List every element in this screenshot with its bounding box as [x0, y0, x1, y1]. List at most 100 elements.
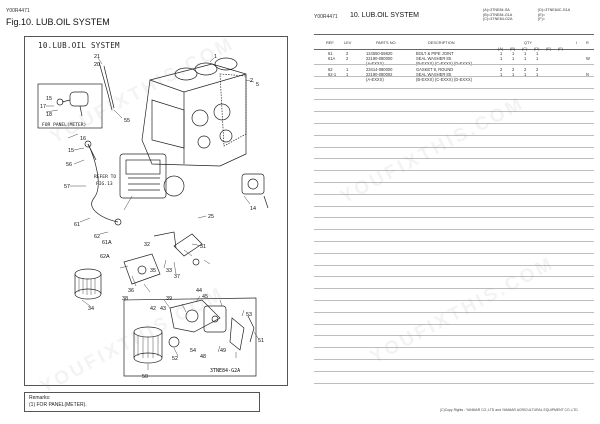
row-description: SEAL WASHER 8S — [416, 71, 452, 77]
part-label-37: 37 — [174, 274, 180, 280]
part-label-48: 48 — [200, 354, 206, 360]
part-label-32: 32 — [144, 242, 150, 248]
table-rule-line — [314, 288, 594, 290]
refer-to-line2: FIG.13 — [96, 181, 113, 187]
table-rule-line — [314, 347, 594, 349]
model-legend-b: (B)=3TNE84-G1A — [483, 12, 513, 17]
row-qty: 1 — [524, 51, 527, 56]
col-b: (B) — [510, 46, 516, 51]
model-legend-d: (D)=3TNE84C-G1A — [538, 8, 571, 12]
diagram-caption: 10.LUB.OIL SYSTEM — [38, 41, 120, 50]
part-label-49: 49 — [220, 348, 226, 354]
lower-inset-frame — [123, 297, 257, 377]
row-qty: 1 — [524, 71, 527, 77]
row-description: BOLT & PIPE JOINT — [416, 51, 454, 56]
diagram-frame — [24, 36, 288, 386]
oil-filter-left-ribs — [78, 278, 96, 295]
part-label-2: 2 — [250, 78, 253, 84]
block-port-4 — [219, 129, 233, 143]
part-label-56: 56 — [66, 162, 72, 168]
row-description: SEAL WASHER 8S — [416, 56, 452, 62]
table-rule-line — [314, 75, 594, 77]
filter-bracket-hole — [137, 265, 147, 275]
table-rule-line — [314, 123, 594, 124]
row-lev: 1 — [346, 66, 349, 72]
row-qty: 2 — [536, 66, 539, 72]
part-label-61: 61 — [74, 222, 80, 228]
remarks-line: (1) FOR PANEL(METER). — [29, 401, 87, 408]
row-qty: 1 — [524, 56, 527, 62]
table-rule-line — [314, 264, 594, 266]
injection-pump-top — [125, 159, 161, 175]
remarks-title: Remarks: — [29, 395, 51, 401]
table-rule-line — [314, 111, 594, 113]
col-c: (C) — [522, 46, 528, 51]
part-label-50: 50 — [142, 374, 148, 380]
doc-id-right: Y00R4471 — [314, 14, 338, 20]
oil-filter-left-bottom — [74, 288, 102, 300]
left-page: Y00R4471 Fig.10. LUB.OIL SYSTEM 10.LUB.O… — [6, 8, 288, 412]
gasket-outline — [219, 73, 247, 147]
model-legend-a: (A)=3TNE84-SA — [483, 8, 510, 12]
row-parts-no: (A-EXXX) — [366, 61, 384, 67]
row-qty: 1 — [536, 56, 539, 62]
table-rule-line — [314, 300, 594, 301]
table-rule-line — [314, 382, 594, 384]
part-label-53: 53 — [246, 312, 252, 318]
model-legend: (A)=3TNE84-SA (D)=3TNE84C-G1A (B)=3TNE84-… — [483, 8, 593, 22]
injection-pump-gear — [163, 175, 185, 197]
row-lev: 1 — [346, 71, 349, 77]
part-label-25: 25 — [208, 214, 214, 220]
col-qty: QTY — [524, 40, 532, 45]
part-label-18: 18 — [46, 112, 52, 118]
oil-pipe — [87, 143, 119, 223]
part-label-21: 21 — [94, 54, 100, 60]
block-port-3 — [197, 135, 211, 149]
oil-filter-lower-body — [133, 332, 163, 358]
row-qty: 1 — [512, 51, 515, 56]
part-label-17: 17 — [40, 104, 46, 110]
sheet-code: 3TNE84-G2A — [210, 368, 240, 374]
col-e: (E) — [546, 46, 552, 51]
table-rule-line — [314, 134, 594, 136]
part-label-42: 42 — [150, 306, 156, 312]
part-label-55: 55 — [124, 118, 130, 124]
part-label-52: 52 — [172, 356, 178, 362]
table-rule-line — [314, 170, 594, 172]
table-rule-line — [314, 335, 594, 337]
model-legend-f: (F)= — [538, 17, 545, 22]
pipe-joint-bottom — [114, 218, 122, 226]
dipstick-guide — [103, 65, 115, 109]
table-rule-line — [314, 87, 594, 89]
part-label-62: 62 — [94, 234, 100, 240]
row-ref: 61 — [328, 51, 333, 56]
part-label-38: 38 — [122, 296, 128, 302]
parts-table-header: REF. LEV PARTS NO. DESCRIPTION QTY I R (… — [314, 34, 594, 51]
filter-head-bolt — [211, 315, 219, 323]
figure-title: Fig.10. LUB.OIL SYSTEM — [6, 17, 110, 27]
col-r: R — [586, 40, 589, 45]
filter-head — [169, 299, 221, 333]
part-label-57: 57 — [64, 184, 70, 190]
table-rule-line — [314, 241, 594, 242]
pipe-joint-top — [84, 140, 92, 148]
panel-note: FOR PANEL(METER) — [42, 122, 86, 128]
part-label-34: 34 — [88, 306, 94, 312]
right-page: Y00R4471 10. LUB.OIL SYSTEM (A)=3TNE84-S… — [300, 0, 600, 424]
col-ref: REF. — [326, 40, 335, 45]
part-label-1: 1 — [214, 54, 217, 60]
oil-pump-eye — [247, 178, 259, 190]
row-qty: 1 — [500, 71, 503, 77]
part-label-35: 35 — [150, 268, 156, 274]
part-label-39: 39 — [166, 296, 172, 302]
table-rule-line — [314, 217, 594, 219]
col-lev: LEV — [344, 40, 352, 45]
part-label-62a: 62A — [100, 254, 110, 260]
row-r: N — [586, 71, 589, 77]
block-port-2 — [213, 103, 231, 121]
panel-sensor — [69, 91, 89, 107]
table-rule-line — [314, 182, 594, 183]
part-label-14: 14 — [250, 206, 256, 212]
row-parts-no: 23414-080000 — [366, 66, 393, 72]
cylinder-bore-1 — [174, 67, 198, 81]
